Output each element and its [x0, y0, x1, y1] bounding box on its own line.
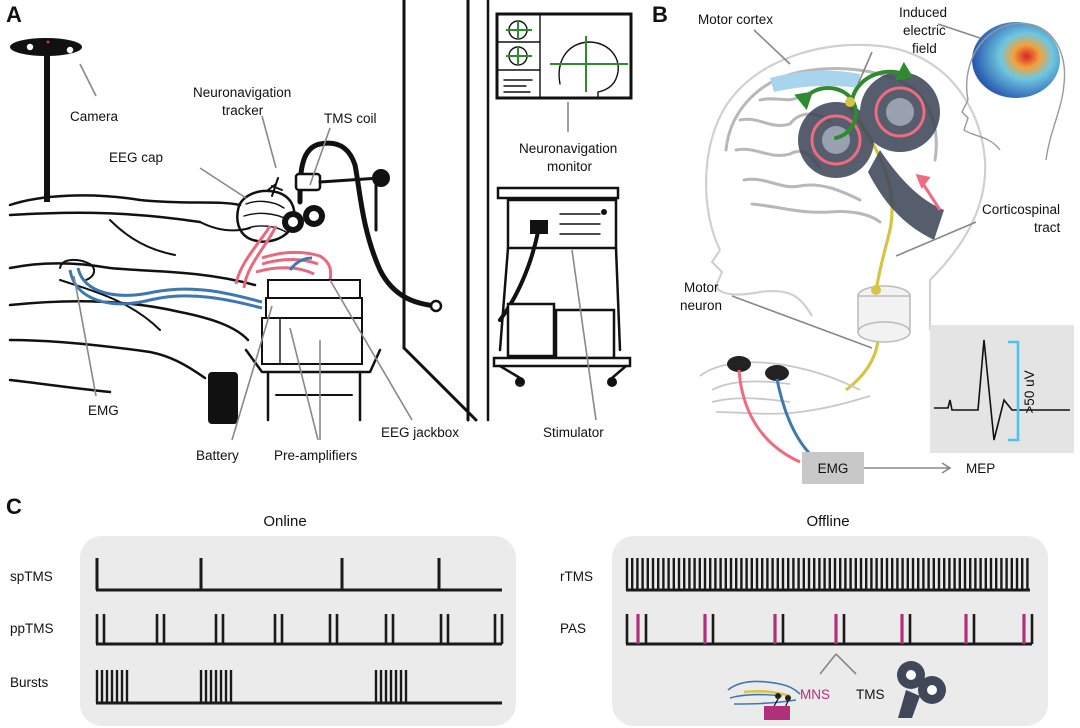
tracker-label-line1: Neuronavigation	[193, 85, 291, 100]
mep-arrow	[864, 462, 952, 474]
online-panel	[80, 536, 516, 726]
wall-floor-line	[402, 346, 478, 422]
pas-label: PAS	[560, 621, 586, 636]
inset-head-heatmap	[961, 22, 1066, 161]
bursts-pulses	[95, 670, 408, 703]
neuronavigation-monitor-icon	[495, 12, 633, 100]
tms-coil-icon	[267, 140, 443, 313]
eeg-cables	[234, 225, 333, 289]
emg-label: EMG	[88, 403, 119, 418]
bed-leg	[208, 372, 238, 424]
motor-cortex-region	[770, 70, 860, 92]
eeg-amplifier-cart	[244, 279, 382, 422]
tracker-label-line2: tracker	[222, 103, 264, 118]
panel-b-letter: B	[652, 2, 668, 27]
corticospinal-label-line1: Corticospinal	[982, 202, 1060, 217]
bursts-label: Bursts	[10, 675, 49, 690]
panel-b: B	[652, 2, 1074, 484]
hand-with-electrodes	[699, 356, 871, 464]
mep-label: MEP	[966, 461, 995, 476]
sptms-pulses	[95, 558, 441, 590]
panel-a-arrows	[73, 63, 597, 441]
eeg-cap-label: EEG cap	[109, 150, 163, 165]
stimulator-icon	[492, 186, 632, 387]
camera-icon	[10, 38, 82, 202]
patient-bed	[8, 194, 257, 424]
eeg-jackbox-label: EEG jackbox	[381, 425, 459, 440]
monitor-label-line1: Neuronavigation	[519, 141, 617, 156]
rtms-pulses	[625, 558, 1029, 590]
mns-label: MNS	[800, 687, 830, 702]
battery-label: Battery	[196, 448, 239, 463]
panel-c: C Online Offline spTMS ppTMS Bursts rTMS…	[6, 494, 1048, 726]
camera-label: Camera	[70, 109, 119, 124]
rtms-label: rTMS	[560, 569, 593, 584]
motor-neuron-label-line1: Motor	[684, 280, 719, 295]
tms-coil-label: TMS coil	[324, 111, 377, 126]
offline-title: Offline	[806, 513, 849, 530]
pre-amplifiers-label: Pre-amplifiers	[274, 448, 358, 463]
online-title: Online	[263, 513, 306, 530]
panel-a-letter: A	[6, 2, 22, 27]
emg-box-label: EMG	[818, 461, 849, 476]
motor-neuron-label-line2: neuron	[680, 298, 722, 313]
monitor-label-line2: monitor	[547, 159, 593, 174]
panel-c-letter: C	[6, 494, 22, 519]
induced-current-arrows	[810, 86, 942, 211]
panel-b-arrows	[731, 23, 981, 349]
induced-field-label-line1: Induced	[899, 5, 947, 20]
head-outline	[704, 43, 987, 330]
emg-box	[802, 452, 864, 484]
pptms-pulses	[95, 614, 504, 644]
mns-hand-icon	[727, 680, 801, 720]
induced-field-label-line3: field	[912, 41, 937, 56]
pas-split-arrows	[819, 653, 857, 675]
pptms-label: ppTMS	[10, 621, 54, 636]
mep-scale-label: >50 uV	[1022, 370, 1037, 413]
motor-cortex-label: Motor cortex	[698, 12, 773, 27]
stimulator-label: Stimulator	[543, 425, 604, 440]
electric-field-arrows	[794, 61, 914, 140]
induced-field-label-line2: electric	[903, 23, 946, 38]
mep-waveform-inset: >50 uV	[930, 325, 1074, 453]
corticospinal-label-line2: tract	[1034, 220, 1061, 235]
pas-pulses	[625, 614, 1034, 644]
tms-label: TMS	[856, 687, 885, 702]
tms-coil-small-icon	[897, 661, 946, 718]
emg-cable	[68, 256, 313, 310]
panel-a: A	[6, 0, 633, 463]
spinal-cord-segment	[857, 285, 911, 343]
sptms-label: spTMS	[10, 569, 53, 584]
